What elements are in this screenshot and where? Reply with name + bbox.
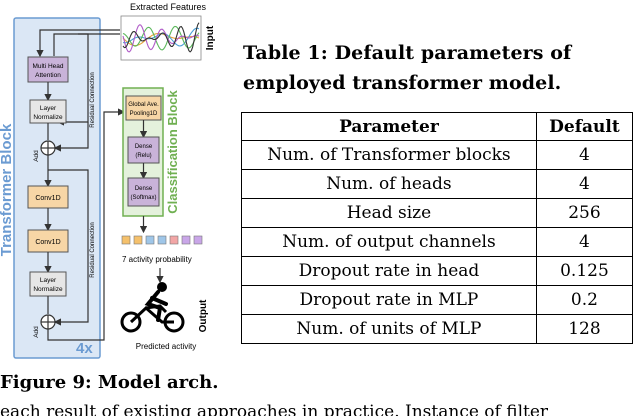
body-text-line: each result of existing approaches in pr… [0,402,549,416]
column-header-parameter: Parameter [241,112,537,141]
dense-softmax-label-2: (Softmax) [130,195,156,201]
table-header-row: Parameter Default [241,112,634,141]
dense-relu-label-2: (Relu) [135,153,151,159]
input-label: Input [205,25,216,50]
table-row: Num. of output channels 4 [241,227,634,257]
table-caption: Table 1: Default parameters of employed … [243,38,633,98]
default-cell: 4 [535,227,634,257]
global-pooling-label-2: Pooling1D [130,111,158,117]
table-row: Head size 256 [241,198,634,228]
dense-softmax-block [127,177,160,207]
parameters-table: Parameter Default Num. of Transformer bl… [241,112,634,344]
input-flow-line [36,29,120,58]
add-label-1: Add [33,150,40,162]
default-cell: 0.125 [535,256,634,286]
default-cell: 4 [535,169,634,199]
signal-wave [122,22,200,53]
residual-line-1 [56,33,89,126]
probability-square [169,235,179,245]
input-signal-waves [122,22,200,53]
parameter-cell: Num. of units of MLP [241,314,537,344]
input-flow-line-2 [53,33,120,56]
residual-line-2 [48,169,89,326]
table-row: Dropout rate in head 0.125 [241,256,634,286]
parameter-cell: Num. of Transformer blocks [241,140,537,170]
global-pooling-label-1: Global Ave. [128,102,159,108]
repeat-count-label: 4x [76,340,93,357]
table-row: Num. of heads 4 [241,169,634,199]
layer-normalize-block-2 [29,271,67,297]
signal-wave [122,25,200,51]
table-row: Num. of Transformer blocks 4 [241,140,634,170]
table-row: Dropout rate in MLP 0.2 [241,285,634,315]
residual-connection-label-1: Residual Connection [90,72,96,127]
activity-probability-squares [121,235,203,245]
predicted-activity-label: Predicted activity [136,342,196,351]
multi-head-attention-label-1: Multi Head [32,63,63,70]
probability-square [133,235,143,245]
block-output-line [47,108,126,341]
probability-square [193,235,203,245]
add-node-2 [40,314,56,330]
output-label: Output [198,299,209,332]
layer-normalize-1-label-1: Layer [40,105,57,112]
parameter-cell: Dropout rate in MLP [241,285,537,315]
default-cell: 128 [535,314,634,344]
figure-caption: Figure 9: Model arch. [0,372,219,393]
activity-probability-label: 7 activity probability [122,255,192,264]
default-cell: 256 [535,198,634,228]
extracted-features-label: Extracted Features [130,2,207,12]
probability-square [181,235,191,245]
conv1d-1-label: Conv1D [35,195,60,202]
parameter-cell: Dropout rate in head [241,256,537,286]
layer-normalize-2-label-2: Normalize [33,286,63,293]
table-row: Num. of units of MLP 128 [241,314,634,344]
cyclist-icon [120,282,185,333]
conv1d-2-label: Conv1D [35,239,60,246]
probability-square [145,235,155,245]
add-label-2: Add [33,326,40,338]
add-node-1 [40,140,56,156]
probability-square [121,235,131,245]
table-caption-line-1: Table 1: Default parameters of [243,42,572,64]
residual-connection-label-2: Residual Connection [90,222,96,277]
dense-relu-block [127,136,160,164]
default-cell: 0.2 [535,285,634,315]
column-header-default: Default [535,112,634,141]
parameter-cell: Num. of heads [241,169,537,199]
layer-normalize-2-label-1: Layer [40,277,57,284]
table-caption-line-2: employed transformer model. [243,72,562,94]
parameter-cell: Head size [241,198,537,228]
layer-normalize-1-label-2: Normalize [33,114,63,121]
default-cell: 4 [535,140,634,170]
multi-head-attention-label-2: Attention [35,72,61,79]
parameter-cell: Num. of output channels [241,227,537,257]
dense-softmax-label-1: Dense [135,186,153,192]
probability-square [157,235,167,245]
dense-relu-label-1: Dense [135,144,153,150]
classification-block-label: Classification Block [165,89,180,213]
transformer-block-label: Transformer Block [0,123,15,256]
model-architecture-figure: Transformer Block 4x Multi Head Attentio… [0,2,216,359]
